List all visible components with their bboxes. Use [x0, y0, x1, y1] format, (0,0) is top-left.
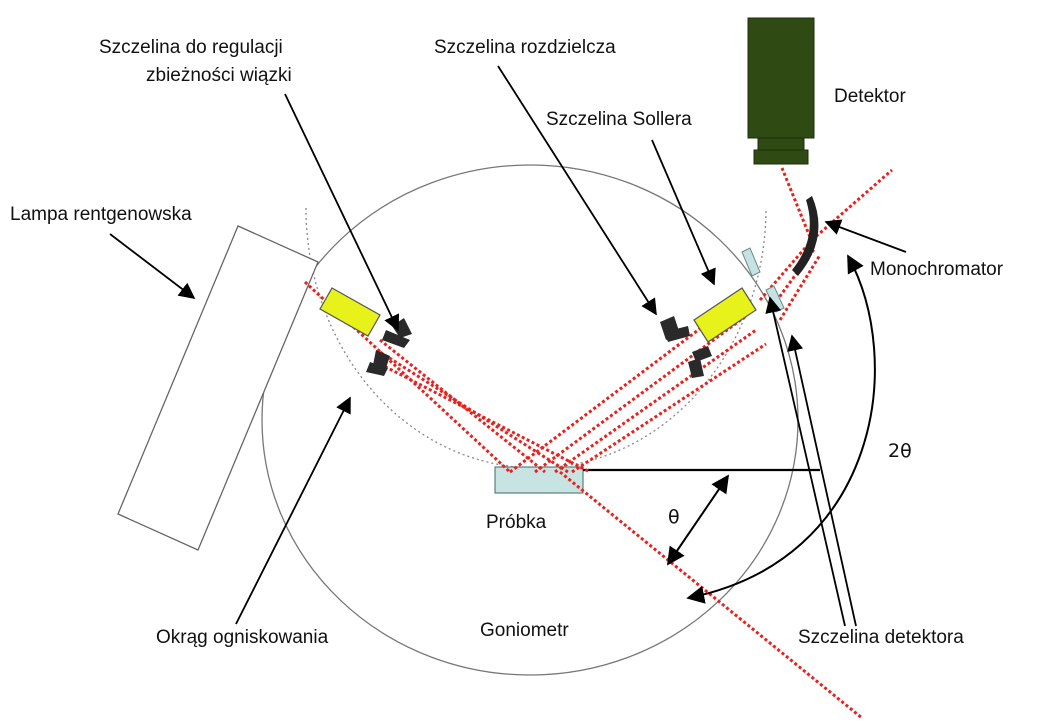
detector-slit-upper — [741, 247, 761, 277]
label-detector: Detektor — [834, 86, 906, 107]
focusing-circle — [305, 207, 767, 469]
label-pointers — [109, 65, 907, 627]
label-theta: θ — [668, 506, 680, 528]
label-two-theta: 2θ — [888, 440, 912, 462]
label-x-ray-tube: Lampa rentgenowska — [10, 204, 192, 225]
goniometer-circle — [261, 164, 799, 676]
label-divergence-slit-line2: zbieżności wiązki — [146, 65, 292, 86]
label-sample: Próbka — [486, 512, 547, 533]
label-detector-slit: Szczelina detektora — [798, 627, 964, 648]
label-monochromator: Monochromator — [870, 259, 1004, 280]
label-focusing-circle: Okrąg ogniskowania — [156, 627, 329, 648]
two-theta-arc — [686, 254, 876, 604]
detector-slit-lower — [765, 285, 785, 313]
beam-to-detector — [780, 167, 814, 243]
divergence-slit — [319, 287, 412, 376]
x-ray-tube — [117, 225, 319, 551]
diffracted-beam — [509, 239, 822, 474]
theta-arrow — [666, 474, 730, 566]
receiving-slit — [660, 287, 757, 378]
label-soller-slit: Szczelina Sollera — [546, 109, 692, 130]
beam-continuation — [811, 168, 893, 242]
label-receiving-slit: Szczelina rozdzielcza — [434, 37, 616, 58]
transmitted-beam — [559, 470, 863, 720]
label-goniometer: Goniometr — [480, 620, 569, 641]
detector — [747, 17, 815, 165]
monochromator-crystal — [792, 196, 819, 276]
label-divergence-slit-line1: Szczelina do regulacji — [99, 37, 283, 58]
